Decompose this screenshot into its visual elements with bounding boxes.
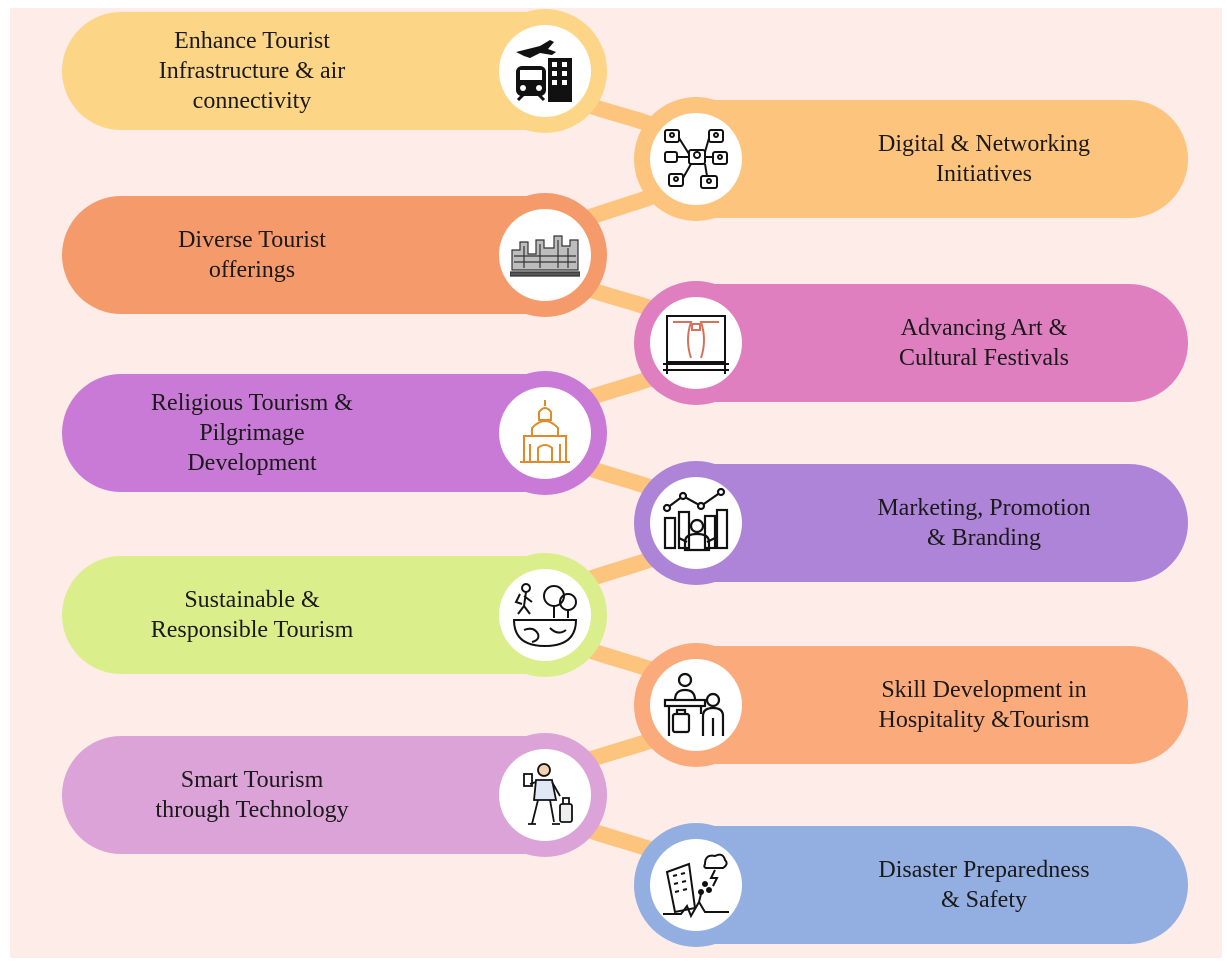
item-label: Religious Tourism & Pilgrimage Developme… — [151, 390, 353, 476]
item-label: Marketing, Promotion & Branding — [877, 495, 1091, 551]
item-node — [483, 371, 607, 495]
temple-icon — [520, 400, 570, 463]
item-pill-art-festivals: Advancing Art & Cultural Festivals — [690, 284, 1188, 402]
item-label: Skill Development in Hospitality &Touris… — [878, 677, 1090, 733]
item-label: Advancing Art & Cultural Festivals — [899, 315, 1069, 371]
traveller-phone-suitcase-icon — [523, 763, 573, 825]
item-node — [634, 281, 758, 405]
item-node — [634, 643, 758, 767]
earthquake-building-icon — [663, 853, 729, 919]
item-node — [483, 9, 607, 133]
item-pill-marketing: Marketing, Promotion & Branding — [690, 464, 1188, 582]
item-node — [634, 97, 758, 221]
item-pill-digital: Digital & Networking Initiatives — [690, 100, 1188, 218]
item-pill-diverse-offerings: Diverse Tourist offerings — [62, 196, 532, 314]
item-label: Enhance Tourist Infrastructure & air con… — [158, 28, 346, 114]
item-label: Disaster Preparedness & Safety — [878, 857, 1090, 913]
item-node — [634, 461, 758, 585]
item-label: Smart Tourism through Technology — [155, 767, 349, 823]
item-pill-skill-development: Skill Development in Hospitality &Touris… — [690, 646, 1188, 764]
network-people-icon — [664, 129, 728, 189]
item-pill-disaster: Disaster Preparedness & Safety — [690, 826, 1188, 944]
item-label: Digital & Networking Initiatives — [878, 131, 1090, 187]
city-sketch-icon — [510, 235, 580, 277]
item-pill-infrastructure: Enhance Tourist Infrastructure & air con… — [62, 12, 532, 130]
item-node — [483, 733, 607, 857]
item-node — [634, 823, 758, 947]
item-pill-sustainable: Sustainable & Responsible Tourism — [62, 556, 532, 674]
theatre-stage-icon — [663, 315, 729, 374]
plane-train-building-icon — [516, 40, 572, 102]
item-label: Diverse Tourist offerings — [178, 227, 326, 283]
item-pill-smart-tourism: Smart Tourism through Technology — [62, 736, 532, 854]
reception-desk-icon — [663, 672, 725, 736]
item-pill-religious-tourism: Religious Tourism & Pilgrimage Developme… — [62, 374, 532, 492]
marketing-chart-person-icon — [662, 488, 729, 552]
item-node — [483, 193, 607, 317]
hiker-earth-tree-icon — [512, 583, 578, 648]
item-node — [483, 553, 607, 677]
item-label: Sustainable & Responsible Tourism — [150, 587, 354, 643]
